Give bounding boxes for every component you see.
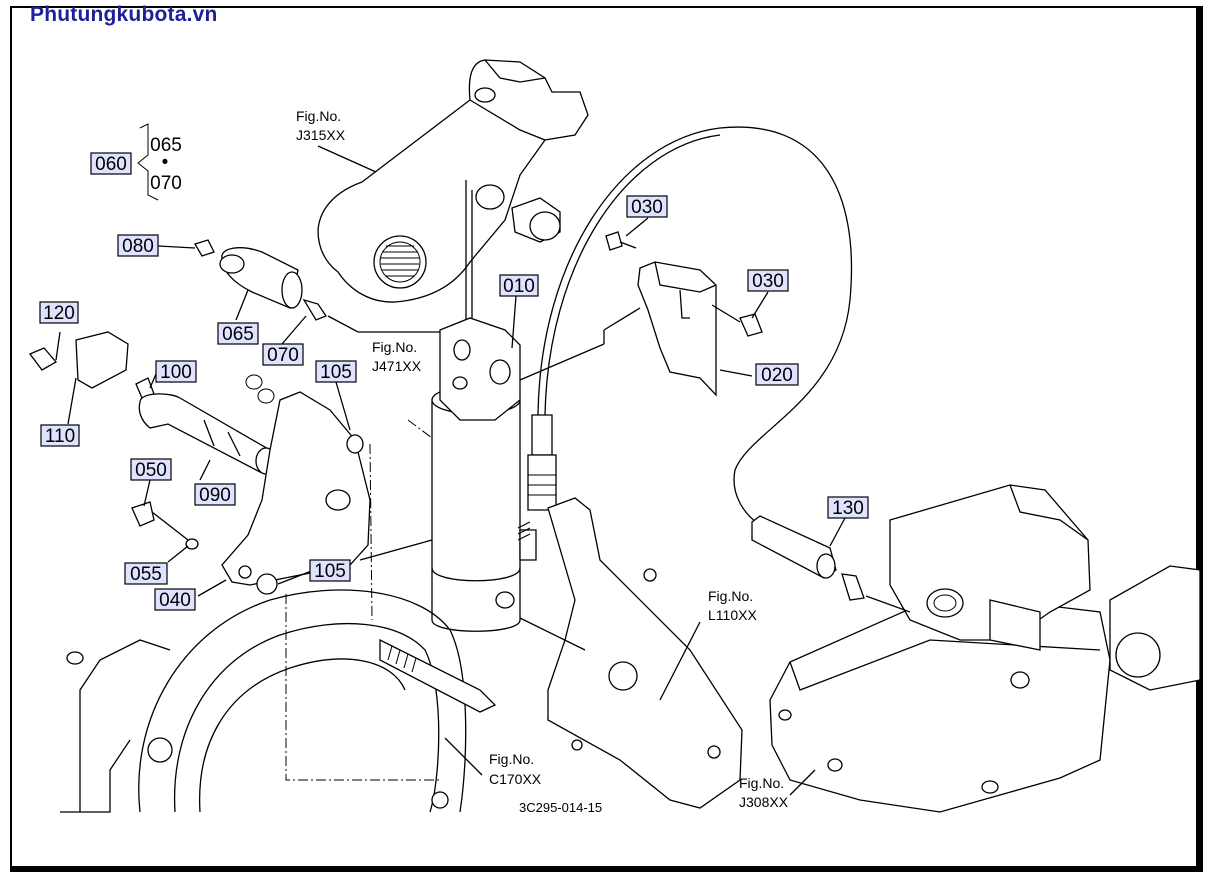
part-label-105-b[interactable]: 105: [314, 561, 346, 582]
plate-l110-drawing: [547, 497, 743, 809]
group-label-070: 070: [150, 173, 182, 194]
group-label-065: 065: [150, 135, 182, 156]
left-parts-drawing: [28, 239, 371, 595]
fig-ref-j471-label: Fig.No.: [372, 339, 417, 355]
part-labels: 010 020 030 030 040 050 055 060 065 • 07…: [39, 135, 869, 611]
part-label-130[interactable]: 130: [832, 498, 864, 519]
part-label-040[interactable]: 040: [159, 590, 191, 611]
housing-c170-drawing: [60, 589, 497, 813]
part-label-080[interactable]: 080: [122, 236, 154, 257]
lift-arm-drawing: [317, 59, 589, 325]
part-label-050[interactable]: 050: [135, 460, 167, 481]
group-bullet: •: [162, 152, 169, 173]
fig-ref-j315-label: Fig.No.: [296, 108, 341, 124]
frame-shadow-right: [1198, 6, 1203, 868]
drawing-number: 3C295-014-15: [519, 800, 602, 815]
part-label-020[interactable]: 020: [761, 365, 793, 386]
drawing-frame: [10, 6, 1198, 868]
part-label-010[interactable]: 010: [503, 276, 535, 297]
valve-block-j308-drawing: [769, 484, 1201, 813]
fig-ref-j315-code[interactable]: J315XX: [296, 127, 346, 143]
part-label-105-a[interactable]: 105: [320, 362, 352, 383]
part-label-070[interactable]: 070: [267, 345, 299, 366]
part-label-110[interactable]: 110: [45, 426, 75, 447]
bracket-020-drawing: [605, 231, 763, 397]
fig-ref-c170-code[interactable]: C170XX: [489, 771, 542, 787]
figure-references: Fig.No. J315XX Fig.No. J471XX Fig.No. L1…: [296, 108, 789, 815]
part-label-060[interactable]: 060: [95, 154, 127, 175]
fig-ref-l110-code[interactable]: L110XX: [708, 607, 757, 623]
part-label-030-a[interactable]: 030: [631, 197, 663, 218]
part-label-065[interactable]: 065: [222, 324, 254, 345]
part-label-120[interactable]: 120: [43, 303, 75, 324]
part-label-055[interactable]: 055: [130, 564, 162, 585]
brand-watermark: Phutungkubota.vn: [30, 3, 218, 26]
fig-ref-j471-code[interactable]: J471XX: [372, 358, 422, 374]
fig-ref-c170-label: Fig.No.: [489, 751, 534, 767]
part-label-090[interactable]: 090: [199, 485, 231, 506]
part-label-100[interactable]: 100: [160, 362, 192, 383]
fig-ref-l110-label: Fig.No.: [708, 588, 753, 604]
coupler-130-drawing: [751, 515, 911, 613]
lift-cylinder-drawing: [431, 317, 537, 632]
frame-shadow-bottom: [10, 868, 1203, 872]
leader-lines: [55, 123, 846, 796]
part-label-030-b[interactable]: 030: [752, 271, 784, 292]
fig-ref-j308-label: Fig.No.: [739, 775, 784, 791]
fig-ref-j308-code[interactable]: J308XX: [739, 794, 789, 810]
